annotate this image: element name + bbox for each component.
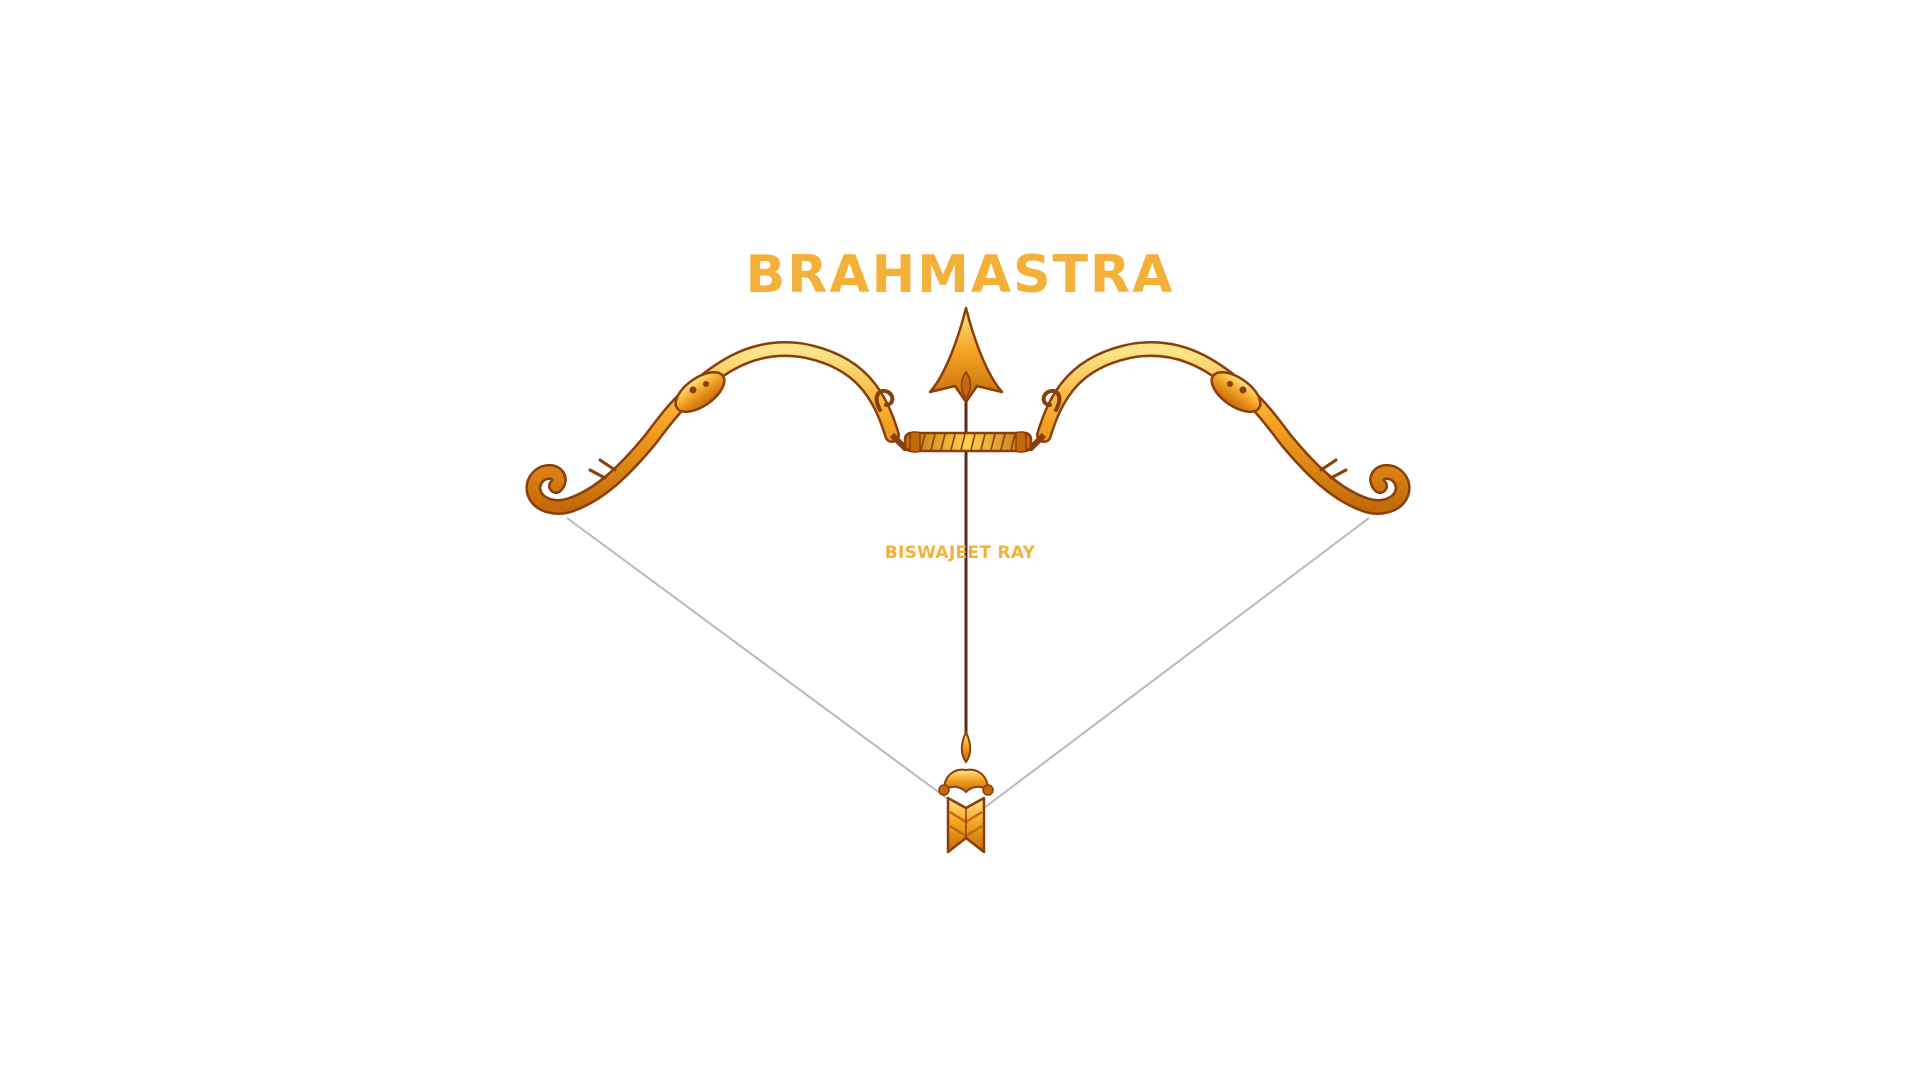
logo-author: BISWAJEET RAY bbox=[884, 543, 1036, 563]
logo-title: BRAHMASTRA bbox=[745, 245, 1175, 305]
arrow-icon bbox=[928, 306, 1004, 854]
bow-string bbox=[566, 517, 1370, 809]
bow-icon bbox=[525, 341, 1411, 515]
